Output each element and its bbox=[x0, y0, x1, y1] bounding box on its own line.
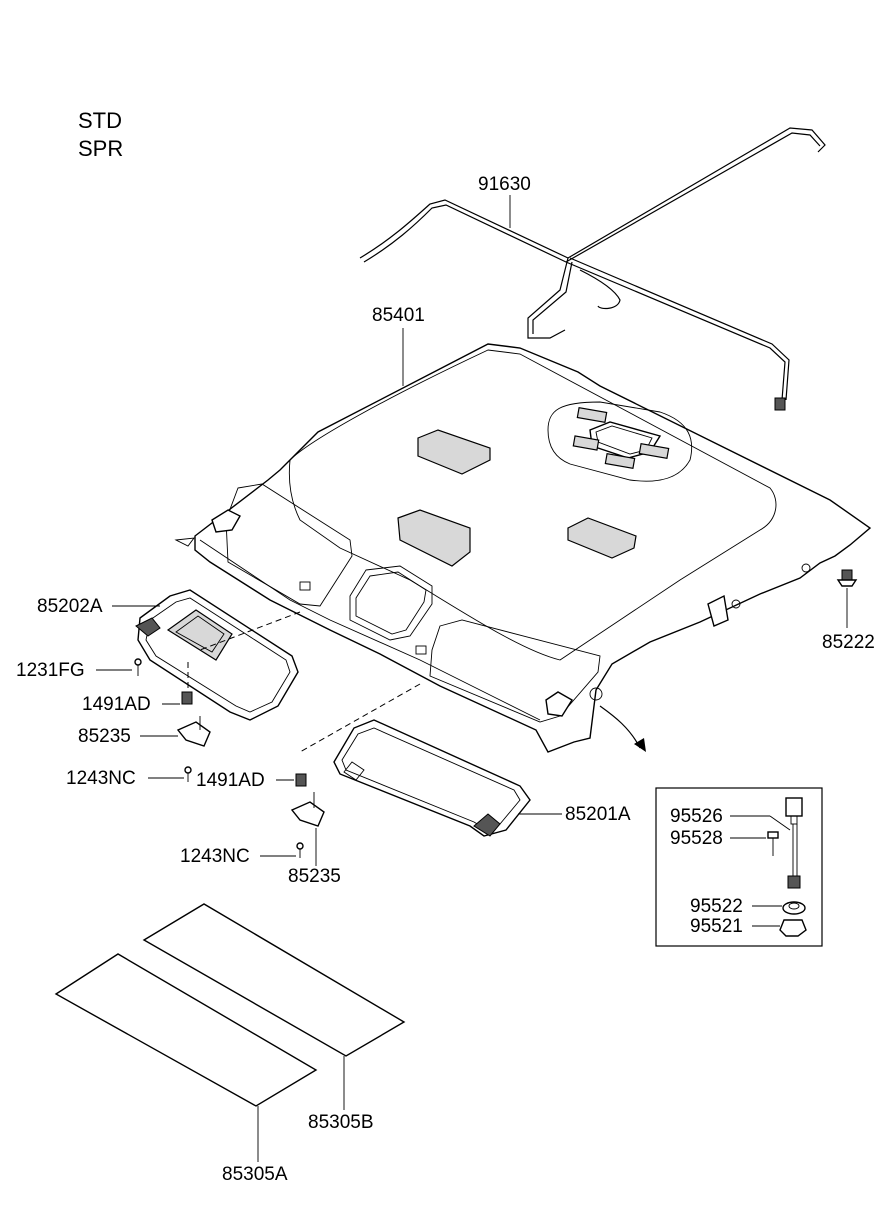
part-label-95522[interactable]: 95522 bbox=[690, 896, 743, 917]
part-label-95528[interactable]: 95528 bbox=[670, 828, 723, 849]
part-label-1491AD-left[interactable]: 1491AD bbox=[82, 694, 151, 715]
part-label-1243NC-bottom[interactable]: 1243NC bbox=[180, 846, 250, 867]
clip-1491AD-mid[interactable] bbox=[295, 773, 307, 787]
detail-grommet-95522[interactable] bbox=[782, 901, 806, 915]
part-label-85305B[interactable]: 85305B bbox=[308, 1112, 374, 1133]
part-label-85235-bottom[interactable]: 85235 bbox=[288, 866, 341, 887]
clip-1491AD-left[interactable] bbox=[181, 691, 193, 705]
clip-85222[interactable] bbox=[836, 569, 858, 587]
part-label-91630[interactable]: 91630 bbox=[478, 174, 531, 195]
pad-85305B[interactable] bbox=[142, 903, 406, 1057]
part-label-85222[interactable]: 85222 bbox=[822, 632, 875, 653]
headlining-panel[interactable] bbox=[174, 343, 872, 753]
trim-std-label: STD bbox=[78, 108, 122, 133]
part-label-95521[interactable]: 95521 bbox=[690, 916, 743, 937]
detail-screw-95528[interactable] bbox=[767, 831, 779, 856]
detail-connector-95526[interactable] bbox=[785, 797, 803, 889]
inset-pointer-arrow bbox=[599, 705, 641, 749]
detail-inset-box bbox=[655, 787, 823, 947]
part-label-85201A[interactable]: 85201A bbox=[565, 804, 631, 825]
screw-1231FG[interactable] bbox=[134, 658, 142, 676]
screw-1243NC-bottom[interactable] bbox=[296, 842, 304, 858]
part-label-85401[interactable]: 85401 bbox=[372, 305, 425, 326]
part-label-85202A[interactable]: 85202A bbox=[37, 596, 103, 617]
pad-85305A[interactable] bbox=[54, 953, 318, 1107]
part-label-85305A[interactable]: 85305A bbox=[222, 1164, 288, 1185]
screw-1243NC-left[interactable] bbox=[184, 766, 192, 782]
bracket-85235-left[interactable] bbox=[176, 716, 211, 747]
part-label-85235-left[interactable]: 85235 bbox=[78, 726, 131, 747]
part-label-95526[interactable]: 95526 bbox=[670, 806, 723, 827]
part-label-1491AD-mid[interactable]: 1491AD bbox=[196, 770, 265, 791]
bracket-85235-bottom[interactable] bbox=[290, 792, 325, 827]
sunvisor-right[interactable] bbox=[333, 719, 531, 837]
sunvisor-left[interactable] bbox=[135, 589, 299, 721]
wiring-harness[interactable] bbox=[359, 127, 826, 411]
detail-nut-95521[interactable] bbox=[779, 919, 807, 937]
trim-spr-label: SPR bbox=[78, 136, 123, 161]
part-label-1231FG[interactable]: 1231FG bbox=[16, 660, 85, 681]
part-label-1243NC-left[interactable]: 1243NC bbox=[66, 768, 136, 789]
